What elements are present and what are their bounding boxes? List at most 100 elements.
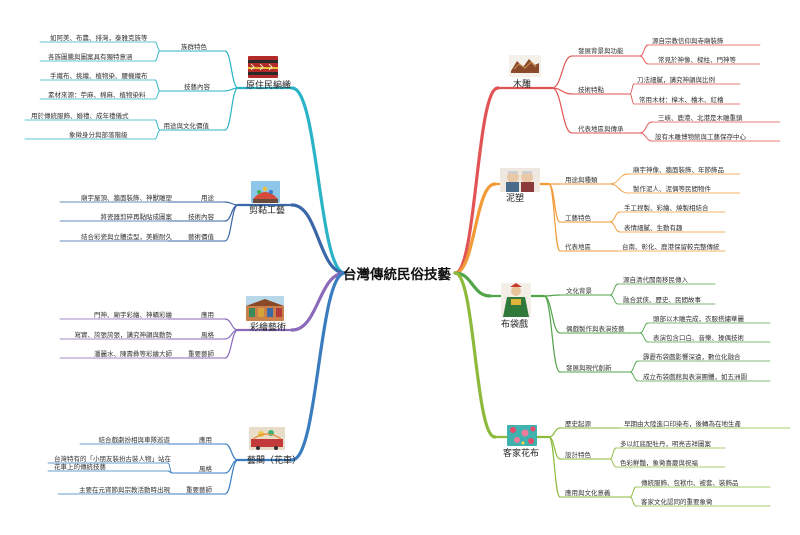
leaf-label: 各族圖騰與圖案具有獨特意涵 (48, 53, 133, 61)
leaf-label: 表情細膩、生動有趣 (624, 224, 683, 232)
connector-line (290, 86, 347, 275)
leaf-label: 廟宇神像、牆面裝飾、年節飾品 (633, 166, 724, 174)
main-topic-parade-float[interactable]: 藝閣（花車） (247, 456, 302, 466)
subtopic-label[interactable]: 用途與文化價值 (163, 122, 210, 130)
connector-line (639, 121, 653, 134)
subtopic-label[interactable]: 技藝內容 (184, 83, 210, 91)
connector-line (639, 132, 653, 142)
subtopic-label[interactable]: 應用 (199, 436, 212, 444)
connector-line (629, 371, 639, 382)
leaf-label: 結合彩瓷與立體造型，美觀耐久 (81, 233, 172, 241)
leaf-label: 門神、廟宇彩繪、神轎彩繪 (94, 311, 172, 319)
leaf-label: 製作泥人、泥偶等民間物件 (633, 185, 711, 193)
connector-line (224, 443, 239, 461)
leaf-label: 頭部以木雕完成，衣服搭繡華麗 (653, 315, 744, 323)
leaf-label: 傳統服飾、包袱巾、被套、裝飾品 (641, 479, 739, 487)
colored-painting-photo (246, 296, 284, 321)
connector-line (639, 55, 649, 65)
subtopic-label[interactable]: 風格 (199, 465, 212, 473)
connector-line (290, 203, 347, 275)
connector-line (543, 295, 561, 334)
subtopic-label[interactable]: 應用 (201, 311, 214, 319)
connector-line (551, 87, 573, 134)
leaf-label: 台灣特有的「小朋友裝扮古裝人物」站在花車上的傳統技藝 (54, 455, 171, 471)
subtopic-label[interactable]: 族群特色 (181, 43, 207, 51)
connector-line (639, 332, 649, 343)
connector-line (609, 211, 621, 223)
connector-line (453, 182, 497, 275)
main-topic-glove-puppetry[interactable]: 布袋戲 (501, 320, 529, 330)
subtopic-label[interactable]: 重要藝師 (186, 486, 212, 494)
subtopic-label[interactable]: 設計特色 (565, 451, 591, 459)
subtopic-label[interactable]: 工藝特色 (565, 214, 591, 222)
connector-line (609, 294, 619, 305)
aboriginal-weaving-photo (248, 56, 278, 78)
subtopic-label[interactable]: 用途 (201, 194, 214, 202)
subtopic-label[interactable]: 風格 (201, 331, 214, 339)
subtopic-label[interactable]: 發展背景與功能 (578, 47, 624, 55)
leaf-label: 手織布、挑織、植物染、腰機織布 (50, 72, 148, 80)
leaf-label: 主要在元宵節與宗教活動時出現 (79, 486, 170, 494)
leaf-label: 成立布袋戲館與表演團體，如五洲園 (643, 373, 747, 381)
connector-line (224, 87, 239, 131)
connector-line (224, 459, 239, 495)
leaf-label: 多以紅底配牡丹，明亮吉祥圖案 (620, 440, 711, 448)
subtopic-label[interactable]: 發展與現代創新 (566, 364, 612, 372)
connector-line (154, 41, 161, 52)
main-topic-clay-sculpture[interactable]: 泥塑 (506, 194, 525, 204)
connector-line (453, 271, 497, 439)
subtopic-label[interactable]: 偶戲製作與表演技藝 (566, 325, 625, 333)
leaf-label: 象徵身分與部落階級 (69, 131, 128, 139)
leaf-label: 源自宗教信仰與寺廟裝飾 (652, 37, 724, 45)
leaf-label: 融合武俠、歷史、民間故事 (623, 296, 701, 304)
main-topic-cut-and-paste-craft[interactable]: 剪黏工藝 (249, 206, 286, 216)
connector-line (609, 458, 617, 468)
parade-float-photo (249, 427, 285, 450)
leaf-label: 客家文化認同的重要象徵 (641, 498, 713, 506)
leaf-label: 早期由大陸進口印染布，後轉為在地生產 (624, 420, 741, 428)
connector-line (629, 496, 637, 507)
leaf-label: 三峽、鹿港、北港是木雕重鎮 (658, 114, 743, 122)
subtopic-label[interactable]: 重要藝師 (188, 350, 214, 358)
connector-line (290, 271, 347, 462)
leaf-label: 如阿美、布農、排灣，泰雅克族等 (50, 34, 148, 42)
leaf-label: 潘麗水、陳壽彝等彩繪大師 (94, 350, 172, 358)
connector-line (290, 271, 347, 332)
subtopic-label[interactable]: 歷史起源 (565, 420, 591, 428)
connector-line (154, 79, 161, 92)
subtopic-label[interactable]: 代表地區與傳承 (578, 125, 624, 133)
leaf-label: 源自清代閩南移民傳入 (623, 276, 688, 284)
connector-line (224, 201, 239, 206)
main-topic-colored-painting[interactable]: 彩繪藝術 (250, 323, 287, 333)
connector-line (629, 360, 639, 373)
subtopic-label[interactable]: 代表地區 (565, 243, 591, 251)
connector-line (154, 119, 161, 131)
leaf-label: 霹靂布袋戲影響深遠，數位化融合 (643, 353, 741, 361)
connector-line (224, 204, 239, 242)
connector-line (548, 427, 561, 438)
connector-line (609, 221, 621, 233)
central-topic[interactable]: 台灣傳統民俗技藝 (343, 267, 451, 283)
subtopic-label[interactable]: 技術內容 (188, 213, 214, 221)
connector-line (609, 447, 617, 460)
main-topic-hakka-flower-fabric[interactable]: 客家花布 (503, 449, 540, 459)
leaf-label: 設有木雕博物館與工藝保存中心 (655, 133, 746, 141)
hakka-flower-fabric-photo (507, 425, 537, 446)
leaf-label: 色彩鮮豔，象徵喜慶與祝福 (620, 459, 698, 467)
main-topic-wood-carving[interactable]: 木雕 (513, 80, 532, 90)
leaf-label: 廟宇屋頂、牆面裝飾、神獸雕塑 (81, 194, 172, 202)
leaf-label: 將瓷器剪碎再黏貼成圖案 (100, 213, 173, 221)
subtopic-label[interactable]: 技術特點 (578, 86, 604, 94)
clay-figure-photo (500, 168, 540, 192)
leaf-label: 表演包含口白、音樂、操偶技術 (653, 334, 744, 342)
connector-line (629, 486, 637, 498)
subtopic-label[interactable]: 文化背景 (566, 287, 592, 295)
subtopic-label[interactable]: 藝術價值 (188, 233, 214, 241)
subtopic-label[interactable]: 應用與文化意義 (565, 489, 611, 497)
main-topic-aboriginal-weaving[interactable]: 原住民編織 (246, 81, 292, 91)
connector-line (154, 90, 161, 100)
subtopic-label[interactable]: 用途與種類 (565, 176, 598, 184)
leaf-label: 用於傳統服飾、婚禮、成年禮儀式 (31, 112, 129, 120)
